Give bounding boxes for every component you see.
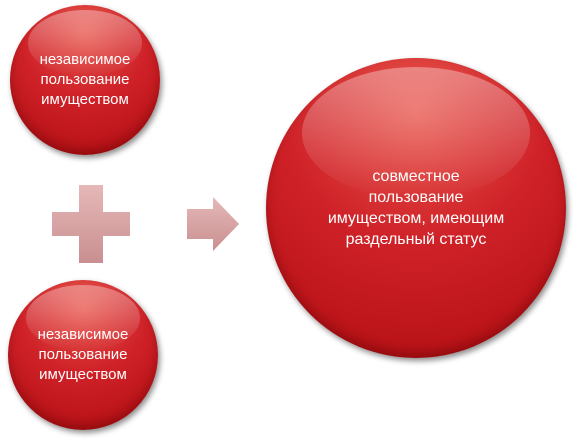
input-circle-bottom: независимое пользование имуществом xyxy=(8,280,158,430)
result-circle: совместное пользование имуществом, имеющ… xyxy=(266,58,566,358)
input-circle-top-label: независимое пользование имуществом xyxy=(39,51,131,108)
result-circle-label: совместное пользование имуществом, имеющ… xyxy=(327,168,505,248)
plus-icon xyxy=(52,185,130,263)
arrow-right-icon xyxy=(187,197,239,251)
input-circle-bottom-label: независимое пользование имуществом xyxy=(37,326,129,383)
input-circle-top: независимое пользование имуществом xyxy=(10,5,160,155)
